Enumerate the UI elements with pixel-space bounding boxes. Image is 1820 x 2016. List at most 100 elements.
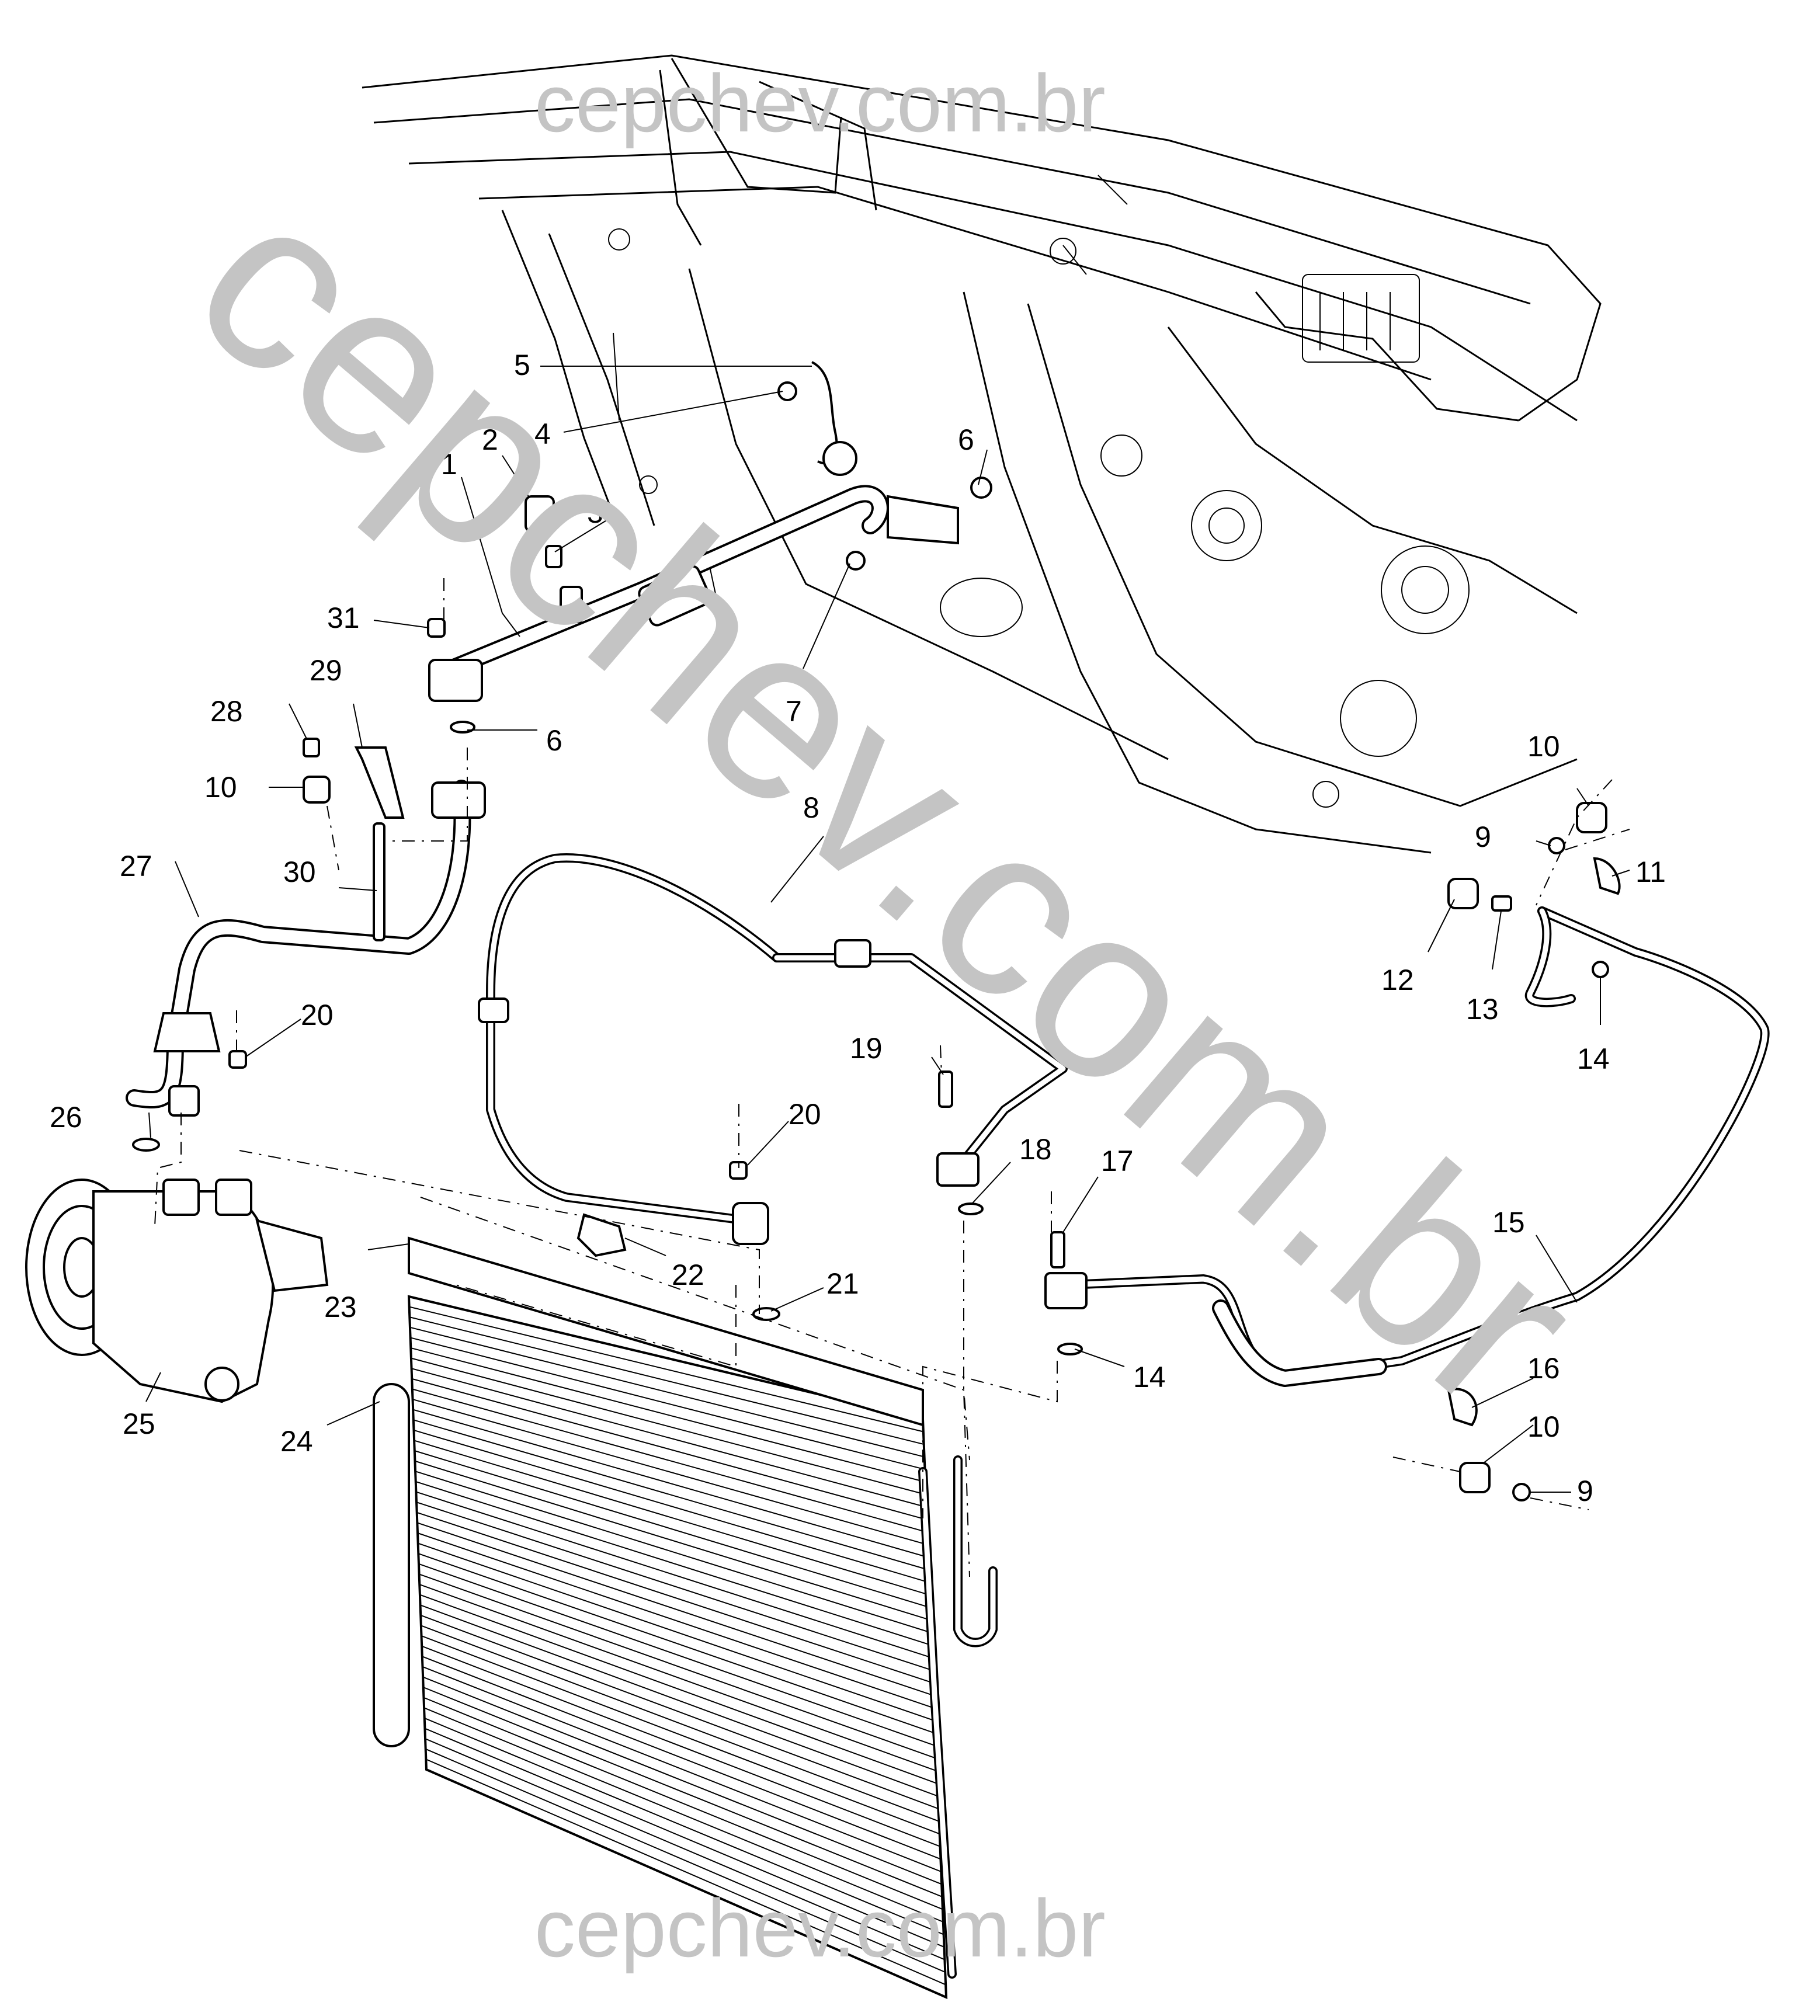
condenser-fin (412, 1399, 928, 1546)
vehicle-front-structure-icon (362, 54, 1602, 854)
callout-17: 17 (1101, 1145, 1134, 1177)
condenser-fin (425, 1748, 946, 1973)
condenser-fins (409, 1306, 946, 1986)
condenser-fin (415, 1481, 932, 1646)
condenser-fin (421, 1635, 940, 1835)
callout-14-upper: 14 (1577, 1042, 1610, 1075)
condenser-fin (419, 1594, 938, 1785)
callout-10-lower-right: 10 (1527, 1410, 1560, 1443)
condenser-fin (416, 1511, 934, 1684)
callout-14-lower: 14 (1133, 1361, 1166, 1393)
condenser-fin (416, 1501, 933, 1671)
callout-27: 27 (120, 850, 152, 882)
condenser-fin (410, 1337, 925, 1471)
callout-3: 3 (587, 496, 603, 529)
watermark-diagonal: cepchev.com.br (146, 141, 1627, 1463)
callout-11: 11 (1635, 856, 1666, 888)
callout-28: 28 (210, 695, 243, 728)
condenser-fin (420, 1604, 939, 1797)
condenser-fin (412, 1388, 928, 1533)
callout-9-lower: 9 (1577, 1475, 1593, 1507)
condenser-icon (373, 1236, 998, 2000)
callout-29: 29 (310, 654, 342, 687)
condenser-fin (419, 1573, 937, 1760)
callout-22: 22 (672, 1259, 704, 1291)
callout-10-left: 10 (204, 771, 237, 804)
callout-2: 2 (482, 423, 498, 456)
callout-30: 30 (283, 856, 316, 888)
liquid-line-assembly (478, 853, 1068, 1245)
condenser-fin (421, 1645, 940, 1847)
condenser-fin (416, 1491, 933, 1659)
condenser-fin (425, 1727, 944, 1948)
callout-23: 23 (324, 1291, 357, 1323)
fitting-parts-upper (427, 361, 992, 734)
condenser-fin (418, 1563, 936, 1747)
condenser-fin (411, 1378, 928, 1521)
condenser-fin (417, 1532, 935, 1709)
condenser-fin (422, 1656, 941, 1860)
condenser-fin (423, 1687, 943, 1897)
callout-20-left: 20 (301, 999, 334, 1031)
callout-18: 18 (1019, 1133, 1052, 1166)
callout-9-upper: 9 (1475, 821, 1491, 853)
callout-6-lower: 6 (546, 724, 562, 757)
callout-21: 21 (826, 1267, 859, 1300)
condenser-fin (424, 1718, 944, 1935)
condenser-fin (418, 1542, 936, 1722)
callout-8: 8 (803, 791, 819, 824)
condenser-fin (412, 1409, 929, 1558)
callout-31: 31 (327, 602, 360, 634)
callout-25: 25 (123, 1407, 155, 1440)
callout-7: 7 (786, 695, 802, 728)
callout-4: 4 (534, 418, 551, 450)
condenser-fin (409, 1326, 925, 1458)
condenser-fin (414, 1440, 930, 1596)
callout-10-upper-right: 10 (1527, 730, 1560, 763)
mounting-hardware-left (303, 738, 405, 941)
condenser-fin (420, 1614, 939, 1810)
callout-20-center: 20 (789, 1098, 821, 1131)
condenser-fin (425, 1738, 945, 1961)
condenser-fin (422, 1666, 942, 1872)
callout-16: 16 (1527, 1352, 1560, 1385)
condenser-fin (419, 1584, 937, 1772)
condenser-fin (413, 1419, 929, 1571)
condenser-fin (414, 1429, 930, 1583)
callout-19: 19 (850, 1032, 883, 1065)
condenser-fin (415, 1460, 932, 1621)
leader-lines (145, 366, 1630, 1577)
callout-12: 12 (1381, 964, 1414, 996)
evaporator-tube-assembly (1044, 906, 1770, 1387)
callout-24: 24 (280, 1425, 313, 1458)
callout-5: 5 (514, 349, 530, 381)
condenser-fin (417, 1522, 935, 1697)
watermark-bottom: cepchev.com.br (534, 1882, 1106, 1974)
callout-labels: 1 2 3 4 5 6 6 7 8 9 9 10 10 10 11 12 13 … (50, 349, 1666, 1507)
condenser-fin (411, 1347, 926, 1483)
compressor-icon (25, 1179, 329, 1403)
condenser-fin (421, 1625, 940, 1822)
condenser-fin (418, 1553, 936, 1734)
condenser-fin (411, 1368, 927, 1508)
watermark-top: cepchev.com.br (534, 57, 1106, 149)
condenser-fin (409, 1306, 924, 1433)
condenser-fin (423, 1697, 943, 1910)
callout-1: 1 (441, 448, 457, 481)
liquid-line-hardware (132, 1050, 984, 1321)
callout-15: 15 (1492, 1206, 1525, 1239)
callout-26: 26 (50, 1101, 82, 1134)
condenser-fin (414, 1450, 931, 1608)
callout-13: 13 (1466, 993, 1499, 1026)
condenser-fin (422, 1676, 942, 1885)
condenser-fin (425, 1758, 946, 1986)
condenser-fin (415, 1471, 932, 1633)
condenser-fin (409, 1316, 924, 1445)
right-side-hardware (1447, 802, 1621, 1501)
suction-hose-assembly (428, 485, 959, 702)
compressor-hose (126, 780, 486, 1117)
condenser-fin (411, 1357, 926, 1496)
condenser-fin (423, 1707, 944, 1923)
callout-6-upper: 6 (958, 423, 974, 456)
